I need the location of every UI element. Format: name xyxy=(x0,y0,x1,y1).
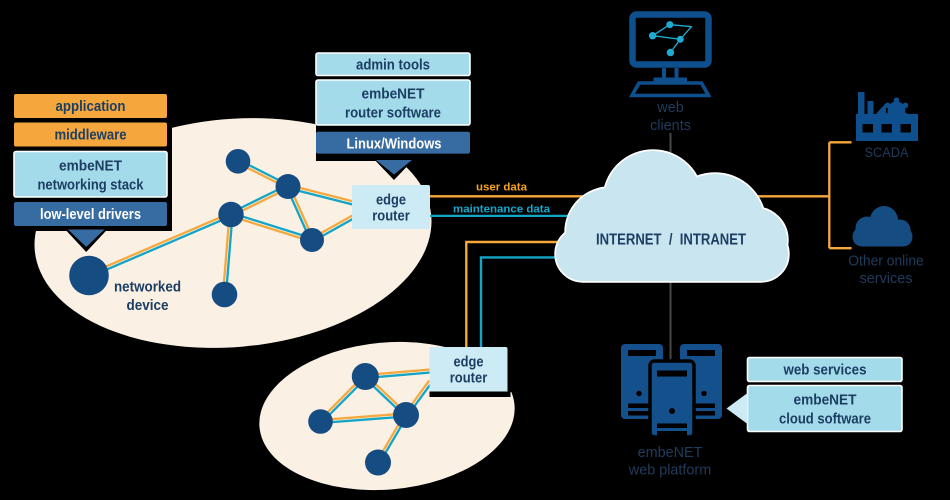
svg-text:web services: web services xyxy=(783,362,867,379)
svg-text:application: application xyxy=(56,98,126,115)
svg-text:SCADA: SCADA xyxy=(865,145,909,160)
svg-text:middleware: middleware xyxy=(55,127,127,144)
svg-text:admin tools: admin tools xyxy=(356,57,430,74)
svg-text:web platform: web platform xyxy=(628,463,711,479)
svg-text:maintenance data: maintenance data xyxy=(453,203,551,215)
svg-text:embeNET: embeNET xyxy=(638,445,703,461)
svg-text:networking stack: networking stack xyxy=(38,177,145,194)
svg-text:device: device xyxy=(127,298,169,314)
svg-text:embeNET: embeNET xyxy=(59,158,122,175)
svg-text:web: web xyxy=(656,100,683,116)
svg-text:edge: edge xyxy=(376,192,406,209)
svg-text:router: router xyxy=(372,207,410,224)
svg-text:networked: networked xyxy=(114,280,181,296)
svg-text:clients: clients xyxy=(650,118,691,134)
svg-text:cloud software: cloud software xyxy=(779,411,871,428)
svg-text:edge: edge xyxy=(454,354,484,371)
svg-text:Other online: Other online xyxy=(848,254,924,270)
svg-text:embeNET: embeNET xyxy=(794,392,857,409)
svg-text:low-level drivers: low-level drivers xyxy=(40,206,141,223)
svg-text:router: router xyxy=(450,369,488,386)
svg-text:Linux/Windows: Linux/Windows xyxy=(347,135,442,152)
svg-text:services: services xyxy=(860,271,913,287)
svg-text:user data: user data xyxy=(476,182,528,194)
svg-text:router software: router software xyxy=(345,105,441,122)
svg-text:embeNET: embeNET xyxy=(362,86,425,103)
svg-text:INTERNET / INTRANET: INTERNET / INTRANET xyxy=(596,232,746,249)
